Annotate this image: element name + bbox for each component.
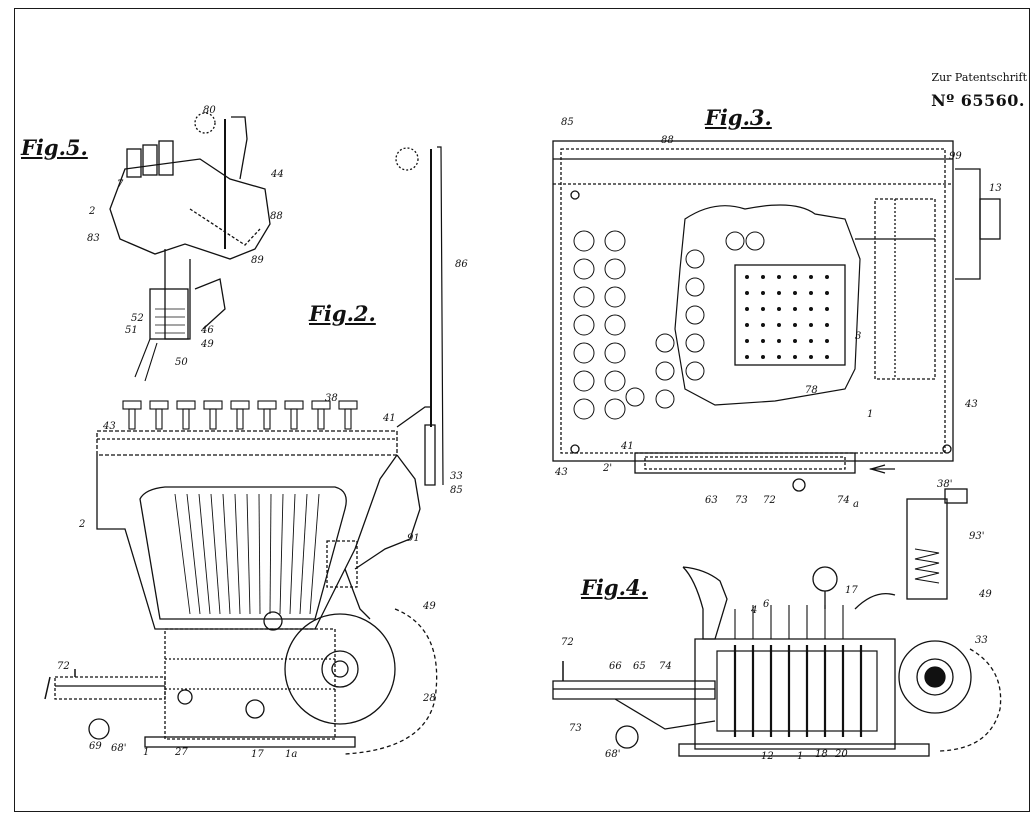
- svg-text:2: 2: [88, 206, 95, 217]
- svg-text:72: 72: [561, 637, 574, 648]
- svg-text:74: 74: [837, 495, 850, 506]
- svg-text:78: 78: [805, 385, 818, 396]
- svg-text:33: 33: [450, 471, 463, 482]
- svg-text:85: 85: [561, 117, 574, 128]
- svg-text:83: 83: [87, 233, 100, 244]
- svg-text:88: 88: [661, 135, 674, 146]
- patent-drawing-sheet: Zur Patentschrift Nº 65560. Fig.5. Fig.2…: [14, 8, 1030, 812]
- svg-text:49: 49: [978, 589, 992, 600]
- svg-text:1: 1: [143, 747, 149, 758]
- svg-text:88: 88: [270, 211, 283, 222]
- svg-text:2: 2: [78, 519, 85, 530]
- svg-text:41: 41: [620, 441, 634, 452]
- svg-text:12: 12: [761, 751, 774, 762]
- svg-text:43: 43: [964, 399, 978, 410]
- svg-text:85: 85: [450, 485, 463, 496]
- svg-text:44: 44: [270, 169, 284, 180]
- svg-text:38: 38: [325, 393, 338, 404]
- svg-text:99: 99: [949, 151, 962, 162]
- svg-text:72: 72: [57, 661, 70, 672]
- svg-text:1a: 1a: [285, 749, 297, 760]
- fig3-label: Fig.3.: [705, 105, 772, 130]
- svg-text:66: 66: [609, 661, 622, 672]
- svg-text:73: 73: [735, 495, 748, 506]
- svg-text:2': 2': [602, 463, 612, 474]
- svg-text:91: 91: [407, 533, 420, 544]
- svg-text:27: 27: [174, 747, 188, 758]
- svg-text:7: 7: [117, 179, 124, 190]
- svg-text:3: 3: [855, 331, 861, 342]
- svg-text:43: 43: [554, 467, 568, 478]
- svg-text:50: 50: [175, 357, 188, 368]
- svg-text:73: 73: [569, 723, 582, 734]
- svg-text:6: 6: [763, 599, 770, 610]
- svg-text:51: 51: [125, 325, 138, 336]
- fig5-label: Fig.5.: [21, 135, 88, 160]
- svg-text:68': 68': [111, 743, 126, 754]
- fig3-drawing: [552, 140, 1001, 492]
- fig2-drawing: [44, 146, 444, 755]
- patent-number: Nº 65560.: [931, 91, 1025, 110]
- svg-text:28: 28: [422, 693, 436, 704]
- svg-text:74: 74: [659, 661, 672, 672]
- fig2-label: Fig.2.: [309, 301, 376, 326]
- svg-text:72: 72: [763, 495, 776, 506]
- svg-text:69: 69: [89, 741, 102, 752]
- svg-text:17: 17: [845, 585, 858, 596]
- svg-text:20: 20: [834, 749, 848, 760]
- svg-text:46: 46: [200, 325, 214, 336]
- svg-text:80: 80: [203, 105, 216, 116]
- svg-text:43: 43: [102, 421, 116, 432]
- svg-text:4: 4: [750, 605, 757, 616]
- svg-text:86: 86: [455, 259, 468, 270]
- svg-text:33: 33: [975, 635, 988, 646]
- fig4-label: Fig.4.: [581, 575, 648, 600]
- svg-text:18: 18: [815, 749, 828, 760]
- svg-text:1: 1: [867, 409, 873, 420]
- svg-text:65: 65: [633, 661, 646, 672]
- svg-text:38': 38': [937, 479, 952, 490]
- svg-text:41: 41: [382, 413, 396, 424]
- reference-numerals: 7 2 83 80 44 88 89 52 51 46 49 50 38 43 …: [57, 105, 1002, 762]
- svg-text:49: 49: [422, 601, 436, 612]
- svg-text:17: 17: [251, 749, 264, 760]
- svg-text:13: 13: [989, 183, 1002, 194]
- svg-text:93': 93': [969, 531, 984, 542]
- svg-text:1: 1: [797, 751, 803, 762]
- fig5-drawing: [109, 112, 271, 382]
- fig4-drawing: [552, 488, 1002, 757]
- svg-text:89: 89: [251, 255, 264, 266]
- svg-text:63: 63: [705, 495, 718, 506]
- svg-text:49: 49: [200, 339, 214, 350]
- header-note: Zur Patentschrift: [931, 71, 1027, 84]
- svg-text:52: 52: [131, 313, 144, 324]
- svg-text:68': 68': [605, 749, 620, 760]
- svg-text:a: a: [853, 499, 859, 510]
- technical-drawing: 7 2 83 80 44 88 89 52 51 46 49 50 38 43 …: [44, 105, 1002, 762]
